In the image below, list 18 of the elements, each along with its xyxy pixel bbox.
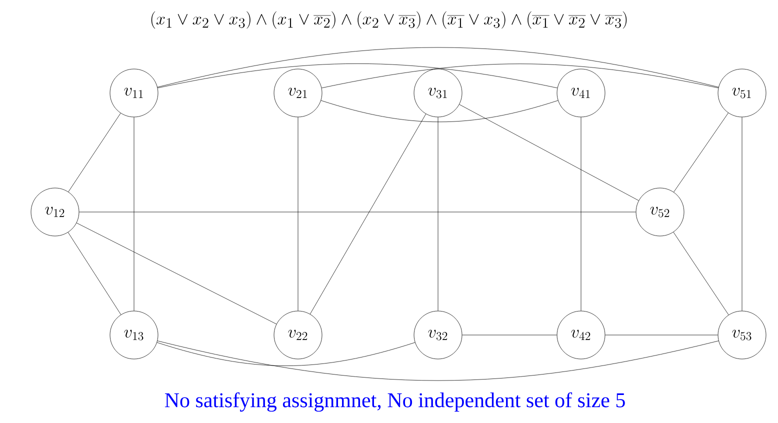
graph-edge	[320, 100, 558, 122]
graph-edge	[459, 104, 639, 201]
graph-edge	[462, 334, 557, 336]
graph-edge	[580, 117, 582, 311]
graph-edge	[674, 112, 728, 192]
graph-edge	[157, 47, 719, 88]
caption: No satisfying assignmnet, No independent set of size 5	[164, 392, 625, 412]
formula-title: $(x_1 \lor x_2 \lor x_3) \land (x_1 \lor \overline{x_2}) \land (x_2 \lor \overline{x_3}) \land (\overline{x_1} \lor x_3) \land (\overline{x_1} \lor \overline{x_2} \lor \overline{x_3})$	[151, 11, 627, 29]
graph-edge	[68, 232, 122, 315]
graph-edge	[157, 340, 719, 381]
graph-edge	[76, 222, 277, 324]
graph-edge	[605, 334, 718, 336]
graph-edge	[321, 64, 719, 88]
graph-edge	[68, 112, 121, 192]
graph-edge	[157, 63, 558, 88]
graph-edge	[673, 232, 729, 316]
graph-edge	[156, 342, 416, 366]
graph-edge	[310, 114, 426, 314]
